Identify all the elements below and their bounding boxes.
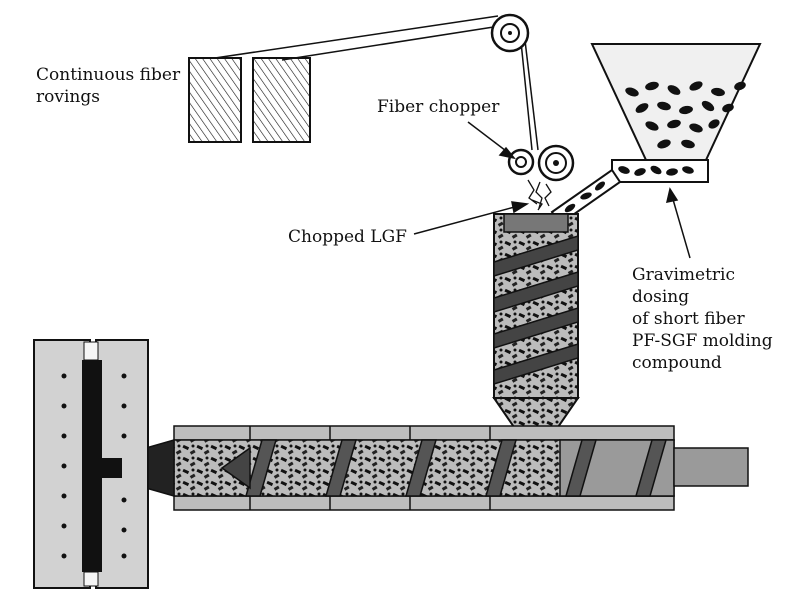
label-dosing-line4: PF-SGF molding bbox=[632, 331, 773, 351]
pointer-arrows bbox=[413, 121, 691, 259]
label-dosing-line5: compound bbox=[632, 353, 722, 373]
mold bbox=[33, 339, 149, 589]
vertical-feed-screw bbox=[492, 213, 580, 441]
injection-barrel bbox=[117, 425, 749, 511]
label-fiber-chopper: Fiber chopper bbox=[377, 97, 500, 117]
label-dosing-line3: of short fiber bbox=[632, 309, 745, 329]
label-chopped-lgf: Chopped LGF bbox=[288, 227, 407, 247]
label-dosing-line2: dosing bbox=[632, 287, 689, 307]
hopper bbox=[590, 43, 762, 161]
pulley-wheel bbox=[490, 13, 530, 53]
label-dosing: Gravimetric dosing of short fiber PF-SGF… bbox=[632, 265, 778, 373]
label-dosing-line1: Gravimetric bbox=[632, 265, 735, 285]
label-rovings-line2: rovings bbox=[36, 87, 100, 107]
fiber-chopper-rollers bbox=[507, 144, 575, 182]
roving-spools bbox=[188, 57, 311, 143]
label-rovings: Continuous fiber rovings bbox=[36, 65, 185, 107]
chopped-fibers bbox=[527, 179, 552, 211]
fiber-strands bbox=[214, 15, 539, 151]
label-rovings-line1: Continuous fiber bbox=[36, 65, 181, 85]
